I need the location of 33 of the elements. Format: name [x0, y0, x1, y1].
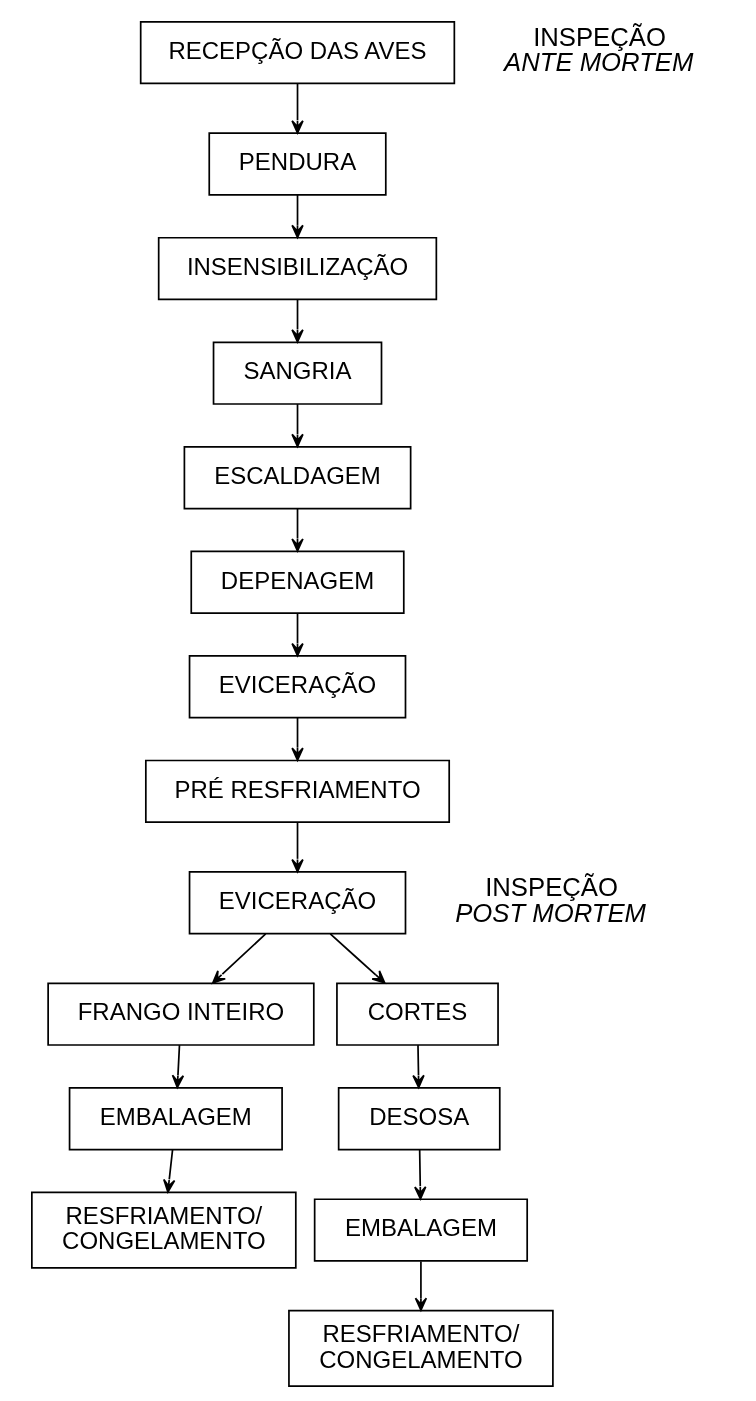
arrow	[290, 403, 304, 448]
arrow	[290, 612, 304, 657]
arrow	[414, 1260, 427, 1312]
arrow	[211, 933, 267, 984]
node-box: ESCALDAGEM	[183, 446, 411, 510]
node-box: RESFRIAMENTO/ CONGELAMENTO	[287, 1309, 554, 1387]
arrow	[290, 716, 304, 761]
node-box: CORTES	[335, 982, 499, 1046]
arrow	[290, 194, 304, 239]
node-box: EVICERAÇÃO	[188, 871, 406, 935]
node-box: EMBALAGEM	[313, 1198, 528, 1262]
node-label: INSPEÇÃO ANTE MORTEM	[503, 22, 693, 77]
node-box: PENDURA	[207, 132, 387, 196]
node-box: RESFRIAMENTO/ CONGELAMENTO	[30, 1191, 297, 1269]
arrow	[328, 933, 386, 984]
arrow	[162, 1149, 175, 1193]
node-box: EVICERAÇÃO	[188, 655, 406, 719]
node-box: INSENSIBILIZAÇÃO	[157, 236, 437, 301]
arrow	[290, 507, 304, 552]
node-box: EMBALAGEM	[68, 1087, 283, 1151]
node-box: DESOSA	[337, 1087, 501, 1151]
node-box: FRANGO INTEIRO	[46, 982, 315, 1046]
arrow	[290, 83, 304, 134]
node-box: DEPENAGEM	[189, 550, 405, 614]
node-box: RECEPÇÃO DAS AVES	[139, 20, 455, 85]
node-box: PRÉ RESFRIAMENTO	[144, 759, 450, 824]
arrow	[290, 821, 304, 873]
arrow	[413, 1149, 427, 1200]
node-label: INSPEÇÃO POST MORTEM	[454, 872, 646, 927]
arrow	[290, 298, 304, 343]
arrow	[411, 1044, 425, 1089]
node-box: SANGRIA	[212, 341, 382, 405]
arrow	[171, 1044, 184, 1089]
